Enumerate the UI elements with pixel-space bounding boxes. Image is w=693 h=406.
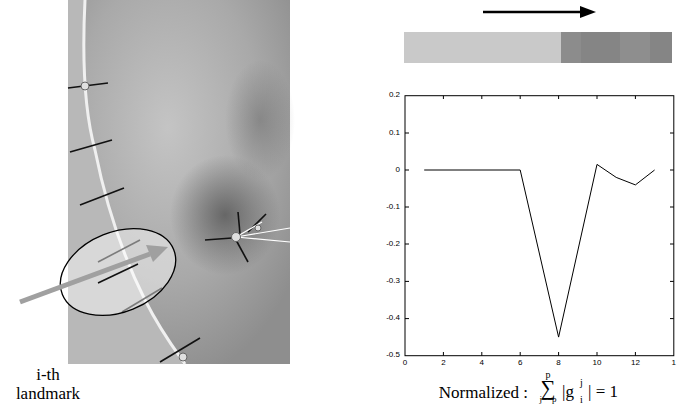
plot-frame — [405, 96, 674, 356]
intensity-bar — [404, 32, 561, 63]
axis-tick: -0.4 — [386, 314, 400, 323]
axis-tick: 12 — [631, 359, 640, 368]
callout-label: i-th landmark — [8, 366, 88, 403]
axis-tick: 0.1 — [389, 129, 400, 138]
formula-text: | = 1 — [588, 383, 618, 402]
landmark-dots — [81, 82, 261, 361]
axis-tick: 0 — [396, 166, 400, 175]
ticks — [405, 96, 674, 356]
formula-limit: j=−p — [539, 395, 556, 405]
highlight-ellipse — [47, 212, 188, 331]
formula-limit: p — [546, 369, 551, 380]
profile-arrow — [20, 254, 150, 302]
axis-tick: 8 — [556, 359, 560, 368]
axis-tick: 0 — [403, 359, 407, 368]
axis-tick: 0.2 — [389, 91, 400, 100]
formula-text: |g — [562, 383, 574, 402]
axis-tick: -0.1 — [386, 203, 400, 212]
formula-text: Normalized : — [439, 384, 528, 403]
axis-tick: 10 — [593, 359, 602, 368]
axis-tick: 2 — [441, 359, 445, 368]
formula-index: i — [580, 394, 583, 405]
direction-arrow — [483, 11, 582, 14]
axis-tick: 1 — [672, 359, 676, 368]
normal-lines — [68, 83, 266, 362]
axis-tick: -0.2 — [386, 240, 400, 249]
axis-tick: 6 — [518, 359, 522, 368]
profile-curve — [424, 164, 654, 337]
axis-tick: 4 — [480, 359, 484, 368]
axis-tick: -0.5 — [386, 351, 400, 360]
formula-index: j — [580, 377, 583, 388]
axis-tick: -0.3 — [386, 277, 400, 286]
